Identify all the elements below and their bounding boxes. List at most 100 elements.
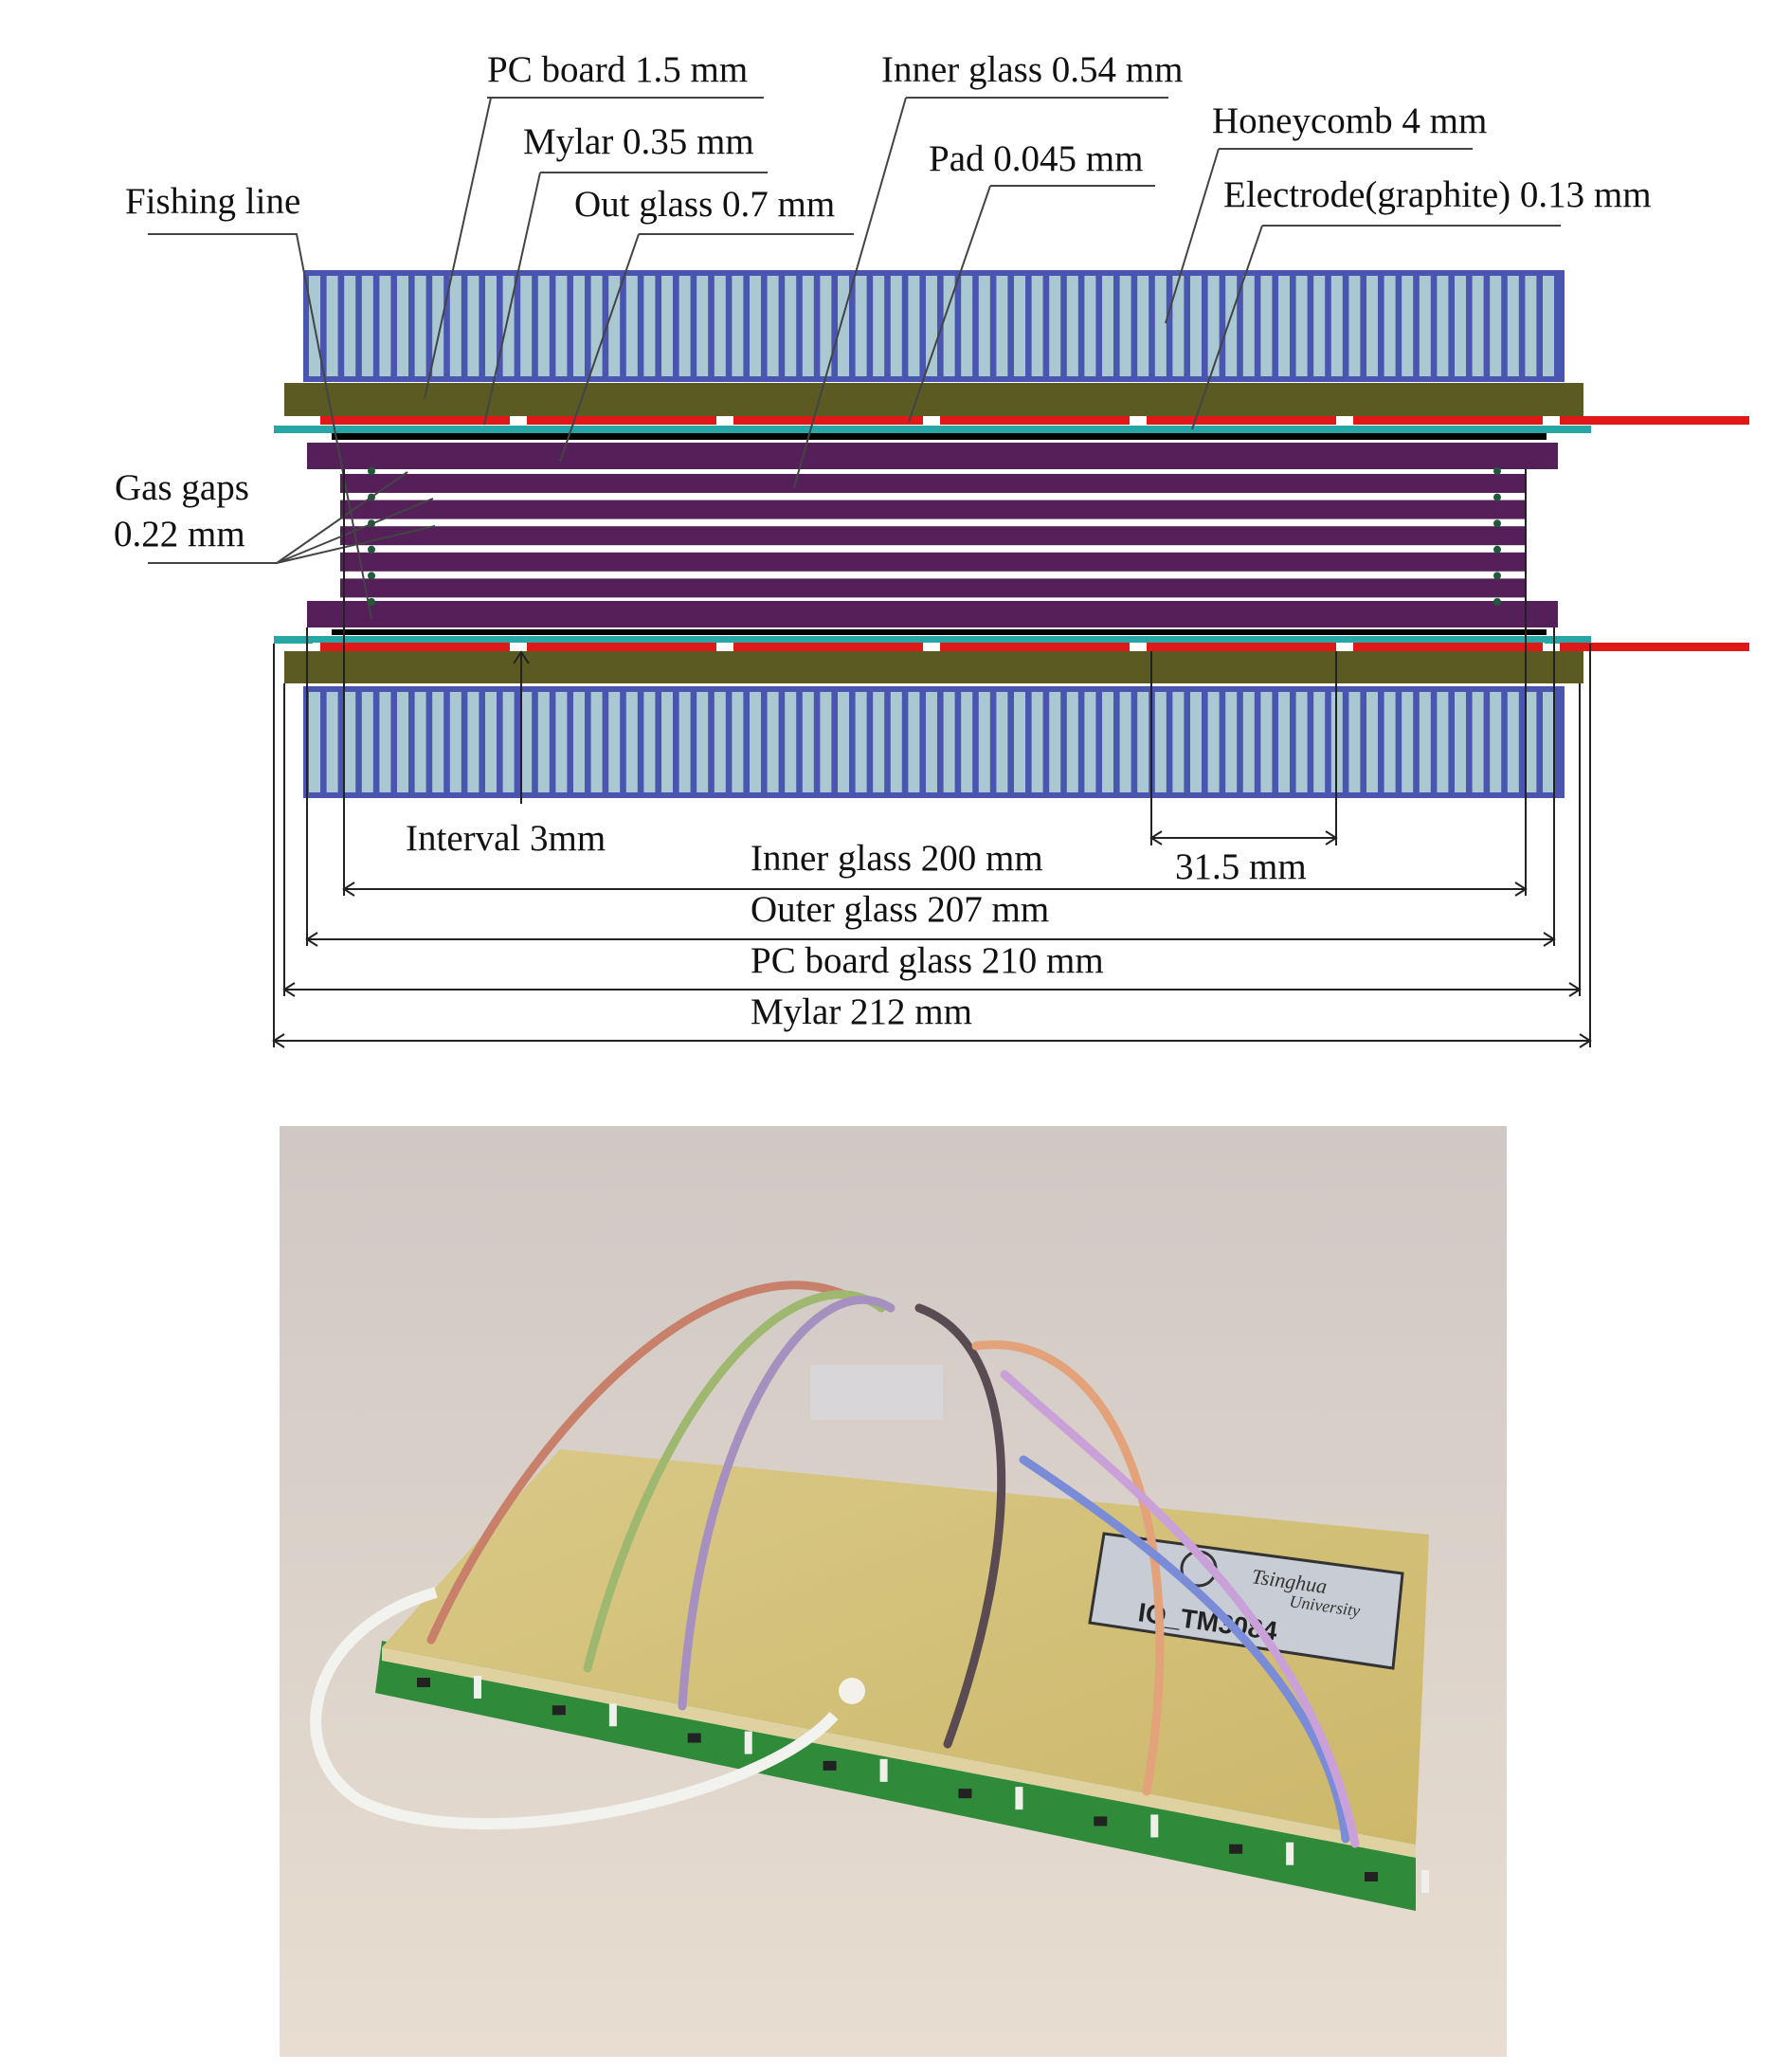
honeycomb-cell (1402, 276, 1414, 376)
honeycomb-cell (432, 692, 444, 792)
honeycomb-cell (1507, 692, 1519, 792)
honeycomb-cell (961, 692, 973, 792)
inner-glass-plate (340, 552, 1526, 572)
honeycomb-cell (661, 692, 673, 792)
pcb-chip (417, 1678, 430, 1687)
honeycomb-cell (678, 276, 691, 376)
svg-text:Interval 3mm: Interval 3mm (406, 818, 606, 859)
honeycomb-cell (1172, 692, 1185, 792)
honeycomb-cell (625, 692, 638, 792)
honeycomb-cell (978, 692, 990, 792)
honeycomb-cell (908, 276, 920, 376)
honeycomb-cell (696, 276, 709, 376)
honeycomb-cell (1384, 276, 1396, 376)
fishing-line-dot (368, 545, 375, 554)
honeycomb-cell (1278, 692, 1290, 792)
fishing-line-dot (1493, 572, 1501, 580)
dimension-pc-board: PC board glass 210 mm (282, 683, 1582, 997)
honeycomb-cell (1313, 692, 1326, 792)
honeycomb-cell (485, 276, 497, 376)
honeycomb-cell (326, 276, 338, 376)
readout-pad (1560, 416, 1749, 425)
outer-glass-top (307, 443, 1558, 469)
label-interval: Interval 3mm (406, 650, 606, 859)
dimension-pad-pitch: 31.5 mm (1149, 651, 1338, 887)
fishing-line-dot (1493, 545, 1501, 554)
honeycomb-cell (943, 692, 955, 792)
label-fishing-line: Fishing line (125, 181, 372, 620)
fishing-line-dot (1493, 598, 1501, 606)
honeycomb-cell (467, 692, 479, 792)
pc-board-top (284, 383, 1583, 416)
honeycomb-cell (379, 276, 391, 376)
honeycomb-cell (1402, 692, 1414, 792)
honeycomb-cell (1295, 692, 1308, 792)
signal-wires (426, 1281, 1360, 1848)
honeycomb-cell (996, 692, 1008, 792)
svg-text:Outer glass 207 mm: Outer glass 207 mm (751, 889, 1049, 930)
honeycomb-cell (1084, 692, 1096, 792)
honeycomb-cell (1525, 692, 1537, 792)
honeycomb-cell (1225, 692, 1238, 792)
honeycomb-cell (555, 276, 568, 376)
honeycomb-cell (1384, 692, 1396, 792)
honeycomb-cell (732, 692, 744, 792)
honeycomb-cell (785, 692, 797, 792)
honeycomb-cell (1154, 692, 1167, 792)
honeycomb-cell (926, 276, 937, 376)
honeycomb-cell (1066, 692, 1078, 792)
honeycomb-cell (890, 276, 902, 376)
readout-pad (1147, 416, 1336, 425)
honeycomb-cell (449, 276, 461, 376)
honeycomb-cell (590, 692, 603, 792)
honeycomb-cell (1419, 692, 1431, 792)
fishing-line-dot (368, 598, 375, 606)
honeycomb-cell (397, 276, 408, 376)
honeycomb-cell (714, 276, 726, 376)
pcb-spacer (1150, 1814, 1159, 1838)
svg-text:Fishing line: Fishing line (125, 181, 300, 222)
pcb-spacer (608, 1703, 617, 1727)
readout-pad (527, 416, 716, 425)
honeycomb-cell (1260, 692, 1273, 792)
pads-top (313, 416, 1749, 425)
readout-pad (733, 643, 923, 651)
label-mylar: Mylar 0.35 mm (483, 121, 768, 426)
honeycomb-cell (326, 692, 338, 792)
honeycomb-cell (432, 276, 444, 376)
honeycomb-cell (1419, 276, 1431, 376)
honeycomb-cell (1348, 276, 1361, 376)
honeycomb-cell (1242, 692, 1255, 792)
honeycomb-cell (537, 692, 550, 792)
honeycomb-cell (1472, 692, 1484, 792)
honeycomb-cell (414, 692, 426, 792)
honeycomb-cell (873, 276, 885, 376)
honeycomb-cell (1084, 276, 1096, 376)
honeycomb-cell (1154, 276, 1167, 376)
honeycomb-cell (520, 692, 533, 792)
fishing-line-dot (1493, 519, 1501, 528)
honeycomb-cell (1260, 276, 1273, 376)
label-out-glass: Out glass 0.7 mm (559, 184, 854, 463)
svg-text:Mylar 0.35 mm: Mylar 0.35 mm (523, 121, 754, 162)
honeycomb-cell (767, 276, 779, 376)
honeycomb-cell (1313, 276, 1326, 376)
svg-text:0.22 mm: 0.22 mm (114, 514, 245, 554)
honeycomb-cell (1242, 276, 1255, 376)
svg-text:31.5 mm: 31.5 mm (1175, 846, 1307, 887)
honeycomb-cell (750, 692, 761, 792)
honeycomb-cell (838, 276, 849, 376)
readout-pad (527, 643, 716, 651)
inner-glass-stack (340, 474, 1526, 598)
readout-pad (320, 643, 510, 651)
honeycomb-cell (802, 276, 814, 376)
readout-pad (1353, 643, 1543, 651)
honeycomb-cell (573, 692, 585, 792)
honeycomb-cell (344, 276, 356, 376)
honeycomb-cell (1119, 276, 1131, 376)
honeycomb-cell (696, 692, 709, 792)
honeycomb-cell (1119, 692, 1131, 792)
honeycomb-cell (1031, 692, 1043, 792)
honeycomb-cell (573, 276, 585, 376)
honeycomb-cell (1490, 692, 1502, 792)
